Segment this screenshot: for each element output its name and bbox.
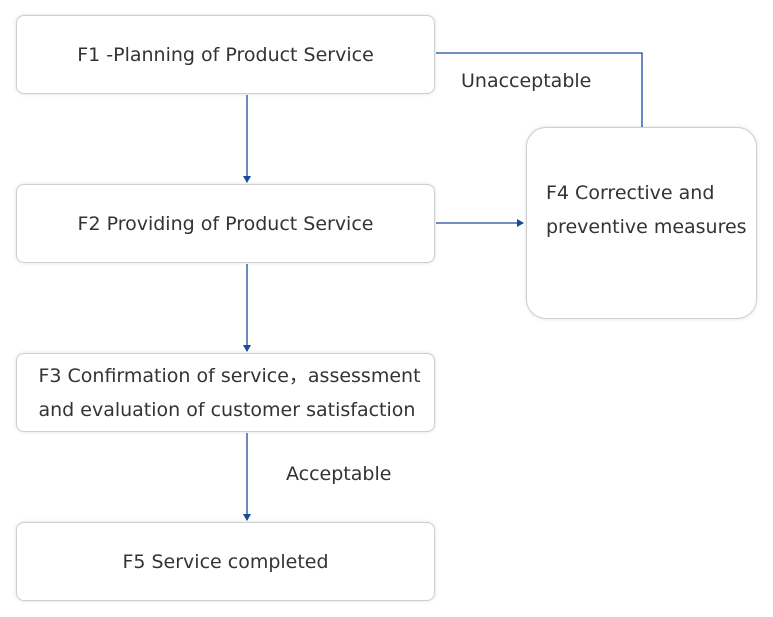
edge-label-acceptable: Acceptable [286, 463, 392, 485]
node-f3-label-line1: F3 Confirmation of service，assessment [38, 364, 421, 387]
node-f3-confirmation: F3 Confirmation of service，assessment an… [16, 353, 435, 432]
node-f1-label: F1 -Planning of Product Service [77, 43, 374, 66]
connector-f4-to-f1 [436, 52, 643, 127]
node-f4-label-line1: F4 Corrective and [546, 182, 715, 204]
node-f4-text: F4 Corrective and preventive measures [546, 176, 747, 244]
node-f5-label: F5 Service completed [122, 550, 329, 573]
node-f5-completed: F5 Service completed [16, 522, 435, 601]
node-f4-corrective: F4 Corrective and preventive measures [526, 127, 757, 319]
node-f2-providing: F2 Providing of Product Service [16, 184, 435, 263]
node-f1-planning: F1 -Planning of Product Service [16, 15, 435, 94]
node-f4-label-line2: preventive measures [546, 216, 747, 238]
node-f2-label: F2 Providing of Product Service [77, 212, 374, 235]
node-f3-text: F3 Confirmation of service，assessment an… [30, 359, 420, 427]
node-f3-label-line2: and evaluation of customer satisfaction [38, 398, 416, 421]
edge-label-unacceptable: Unacceptable [461, 70, 592, 92]
